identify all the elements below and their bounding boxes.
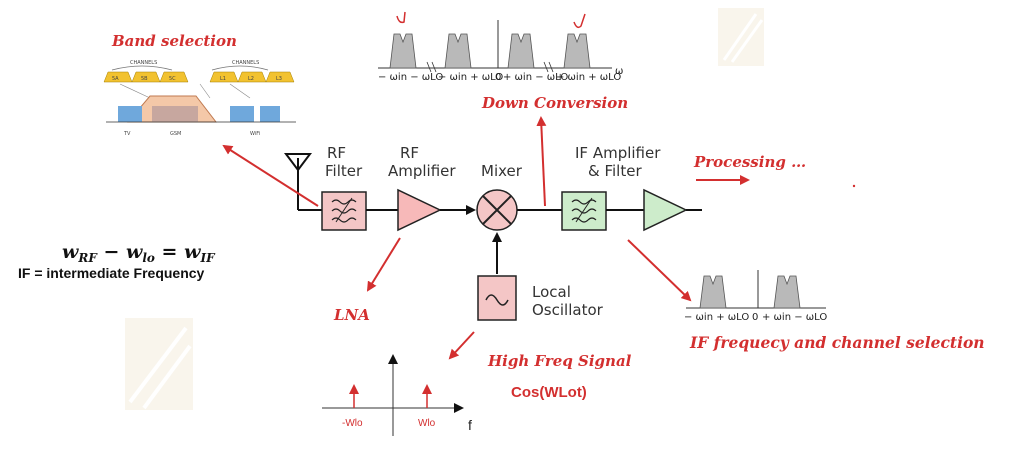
svg-text:5B: 5B — [141, 76, 148, 82]
svg-text:TV: TV — [123, 131, 131, 137]
svg-text:WiFi: WiFi — [250, 131, 260, 137]
if-label-1: IF Amplifier — [575, 144, 661, 162]
spec-label-1: − ωin − ωLO — [378, 72, 443, 83]
freq-axis-label: f — [468, 417, 472, 433]
spec-label-zero: 0 — [495, 72, 501, 83]
lo-spectrum: -Wlo Wlo f — [322, 354, 472, 436]
spec-label-4: + ωin + ωLO — [556, 72, 621, 83]
filter-wave-icon — [331, 199, 357, 223]
rf-amplifier-triangle — [397, 188, 442, 232]
if-definition: IF = intermediate Frequency — [18, 265, 205, 281]
if-selection-arrow — [627, 239, 692, 302]
cos-label: Cos(WLot) — [511, 384, 587, 401]
lna-arrow — [366, 237, 401, 292]
svg-text:+ ωin − ωLO: + ωin − ωLO — [762, 312, 827, 323]
high-freq-arrow — [448, 331, 475, 360]
rf-amp-label-2: Amplifier — [388, 162, 456, 180]
if-amplifier-triangle — [643, 188, 688, 232]
if-label-2: & Filter — [588, 162, 642, 180]
rf-filter-label-1: RF — [327, 144, 346, 162]
check-mark-right-icon — [573, 13, 586, 29]
watermark-left — [125, 318, 193, 410]
channels-header-right: CHANNELS — [232, 60, 259, 66]
lna-label: LNA — [333, 306, 370, 324]
if-filter-block — [561, 191, 607, 231]
svg-text:− ωin + ωLO: − ωin + ωLO — [684, 312, 749, 323]
band-selection-title: Band selection — [111, 32, 237, 50]
rf-amp-label-1: RF — [400, 144, 419, 162]
spec-label-omega: ω — [615, 66, 623, 77]
signal-chain: RF Filter RF Amplifier Mixer Local Oscil… — [284, 144, 702, 321]
pos-lo-label: Wlo — [418, 418, 436, 429]
down-conversion-arrow — [536, 116, 547, 207]
svg-text:wRF − wlo = wIF: wRF − wlo = wIF — [62, 241, 216, 265]
processing-label: Processing … — [693, 153, 806, 171]
neg-lo-label: -Wlo — [342, 418, 363, 429]
rf-filter-label-2: Filter — [325, 162, 363, 180]
if-filter-wave-icon — [571, 199, 597, 223]
channels-header-left: CHANNELS — [130, 60, 157, 66]
spec-label-3: + ωin − ωLO — [503, 72, 568, 83]
equation: wRF − wlo = wIF IF = intermediate Freque… — [18, 241, 216, 281]
watermark-right — [718, 8, 764, 66]
band-selection-thumbnail: CHANNELS CHANNELS 5A 5B 5C L1 L2 L3 TV G… — [103, 60, 296, 137]
svg-text:0: 0 — [752, 312, 758, 323]
mixer-x-icon — [482, 195, 512, 225]
lo-label-2: Oscillator — [532, 301, 604, 319]
if-channel-selection-label: IF frequecy and channel selection — [689, 333, 985, 352]
rf-filter-block — [321, 191, 367, 231]
svg-text:L1: L1 — [220, 76, 226, 82]
spec-label-2: − ωin + ωLO — [438, 72, 503, 83]
if-spectrum: − ωin + ωLO 0 + ωin − ωLO — [684, 270, 827, 323]
down-conversion-label: Down Conversion — [481, 94, 628, 112]
local-oscillator-block — [477, 275, 517, 321]
svg-text:GSM: GSM — [170, 131, 181, 137]
mixer-label: Mixer — [481, 162, 523, 180]
high-freq-signal-label: High Freq Signal — [487, 352, 632, 370]
svg-text:5A: 5A — [112, 76, 119, 82]
band-selection-arrow — [222, 144, 319, 207]
lo-label-1: Local — [532, 283, 571, 301]
top-spectrum: − ωin − ωLO − ωin + ωLO 0 + ωin − ωLO + … — [378, 11, 623, 83]
antenna-icon — [284, 153, 322, 211]
svg-text:5C: 5C — [169, 76, 176, 82]
check-mark-left-icon — [396, 11, 406, 24]
svg-text:L3: L3 — [276, 76, 282, 82]
svg-text:L2: L2 — [248, 76, 254, 82]
sine-wave-icon — [485, 294, 509, 306]
